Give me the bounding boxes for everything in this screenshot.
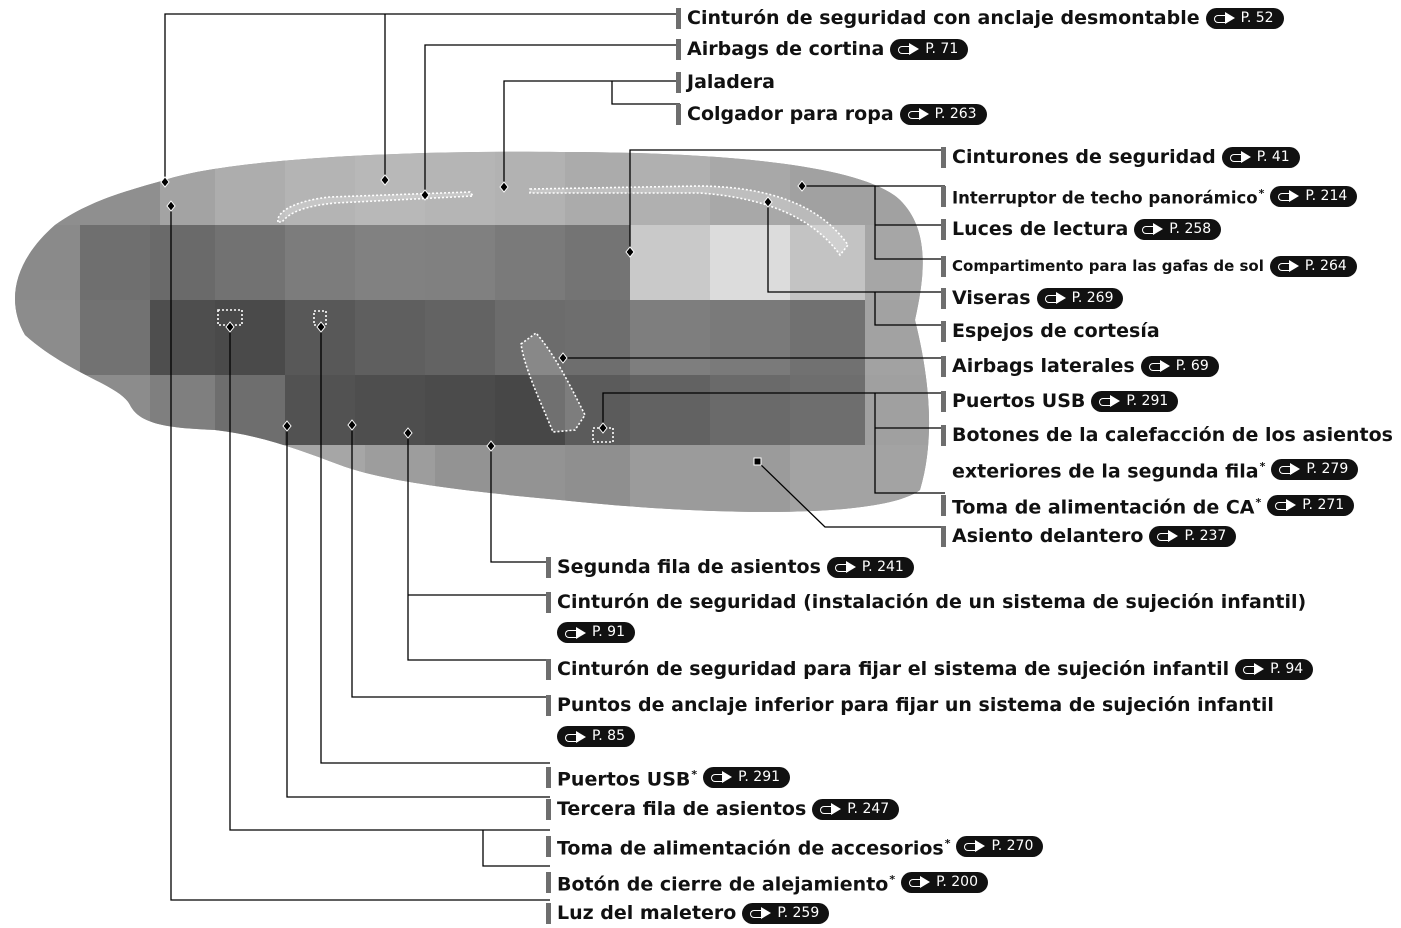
label-usb-ports-front: Puertos USB P. 291 [941, 389, 1179, 413]
label-sunglasses-holder: Compartimento para las gafas de sol P. 2… [941, 254, 1357, 278]
page-reference-badge[interactable]: P. 237 [1149, 525, 1237, 547]
arrow-icon [1229, 151, 1252, 163]
arrow-icon [909, 876, 931, 889]
arrow-icon [1099, 395, 1121, 407]
arrow-icon [898, 43, 920, 55]
label-second-row-seats: Segunda fila de asientos P. 241 [546, 555, 914, 579]
page-reference-badge[interactable]: P. 85 [557, 726, 635, 747]
label-seat-belts: Cinturones de seguridad P. 41 [941, 145, 1300, 169]
label-seat-belt-child-seat-install-line2: P. 91 [546, 622, 635, 643]
label-panoramic-roof-switch: Interruptor de techo panorámico* P. 214 [941, 182, 1358, 211]
page-reference-badge[interactable]: P. 71 [890, 38, 969, 60]
label-reading-lights: Luces de lectura P. 258 [941, 217, 1222, 241]
page-reference-badge[interactable]: P. 241 [826, 556, 914, 578]
page-reference-badge[interactable]: P. 270 [956, 835, 1044, 857]
arrow-icon [565, 730, 587, 743]
arrow-icon [1044, 292, 1067, 304]
page-reference-badge[interactable]: P. 41 [1221, 146, 1300, 168]
arrow-icon [565, 626, 587, 639]
page-reference-badge[interactable]: P. 247 [812, 798, 900, 820]
page-reference-badge[interactable]: P. 91 [557, 622, 635, 643]
arrow-icon [907, 108, 930, 120]
page-reference-badge[interactable]: P. 52 [1205, 7, 1284, 29]
page-reference-badge[interactable]: P. 259 [742, 902, 830, 924]
page-reference-badge[interactable]: P. 94 [1235, 658, 1314, 680]
arrow-icon [750, 907, 772, 919]
page-reference-badge[interactable]: P. 291 [703, 766, 791, 788]
label-coat-hook: Colgador para ropa P. 263 [676, 102, 987, 126]
label-seat-belt-child-seat-secure: Cinturón de seguridad para fijar el sist… [546, 657, 1314, 681]
page-reference-badge[interactable]: P. 263 [899, 103, 987, 125]
label-lower-anchors-line2: P. 85 [546, 726, 635, 747]
label-side-airbags: Airbags laterales P. 69 [941, 354, 1219, 378]
arrow-icon [1275, 499, 1297, 512]
label-walk-away-lock-button: Botón de cierre de alejamiento* P. 200 [546, 868, 988, 896]
arrow-icon [711, 771, 733, 784]
page-reference-badge[interactable]: P. 214 [1270, 185, 1358, 207]
label-cargo-area-light: Luz del maletero P. 259 [546, 901, 830, 925]
power-outlet-box [217, 309, 243, 326]
arrow-icon [820, 803, 842, 815]
page-reference-badge[interactable]: P. 291 [1091, 390, 1179, 412]
arrow-icon [1157, 530, 1179, 542]
label-seat-heater-buttons-line2: exteriores de la segunda fila* P. 279 [941, 455, 1359, 483]
arrow-icon [1142, 223, 1164, 235]
vehicle-body [15, 151, 930, 512]
arrow-icon [1148, 360, 1171, 372]
page-reference-badge[interactable]: P. 271 [1267, 494, 1355, 516]
page-reference-badge[interactable]: P. 264 [1269, 255, 1357, 277]
label-usb-ports-rear: Puertos USB* P. 291 [546, 763, 791, 791]
label-curtain-airbags: Airbags de cortina P. 71 [676, 37, 969, 61]
arrow-icon [964, 840, 986, 853]
arrow-icon [1213, 12, 1236, 24]
label-seat-heater-buttons: Botones de la calefacción de los asiento… [941, 423, 1393, 447]
side-airbag-outline [520, 331, 586, 433]
label-lower-anchors: Puntos de anclaje inferior para fijar un… [546, 693, 1274, 717]
page-reference-badge[interactable]: P. 258 [1134, 218, 1222, 240]
arrow-icon [1277, 260, 1300, 272]
label-front-seat: Asiento delantero P. 237 [941, 524, 1237, 548]
label-grab-handle: Jaladera [676, 70, 775, 94]
label-accessory-power-socket: Toma de alimentación de accesorios* P. 2… [546, 832, 1044, 860]
label-vanity-mirrors: Espejos de cortesía [941, 319, 1160, 343]
leader-lines [164, 13, 945, 901]
arrow-icon [1278, 190, 1300, 203]
arrow-icon [1243, 663, 1265, 675]
label-detachable-anchor-seat-belt: Cinturón de seguridad con anclaje desmon… [676, 6, 1284, 30]
label-seat-belt-child-seat-install: Cinturón de seguridad (instalación de un… [546, 590, 1306, 614]
label-bar [676, 7, 681, 29]
arrow-icon [834, 561, 857, 573]
arrow-icon [1279, 463, 1301, 476]
label-third-row-seats: Tercera fila de asientos P. 247 [546, 797, 900, 821]
page-reference-badge[interactable]: P. 69 [1140, 355, 1219, 377]
page-reference-badge[interactable]: P. 269 [1036, 287, 1124, 309]
label-ac-power-outlet: Toma de alimentación de CA* P. 271 [941, 491, 1355, 519]
label-sun-visors: Viseras P. 269 [941, 286, 1124, 310]
callout-markers [160, 174, 807, 466]
page-reference-badge[interactable]: P. 279 [1271, 458, 1359, 480]
page-reference-badge[interactable]: P. 200 [901, 871, 988, 893]
